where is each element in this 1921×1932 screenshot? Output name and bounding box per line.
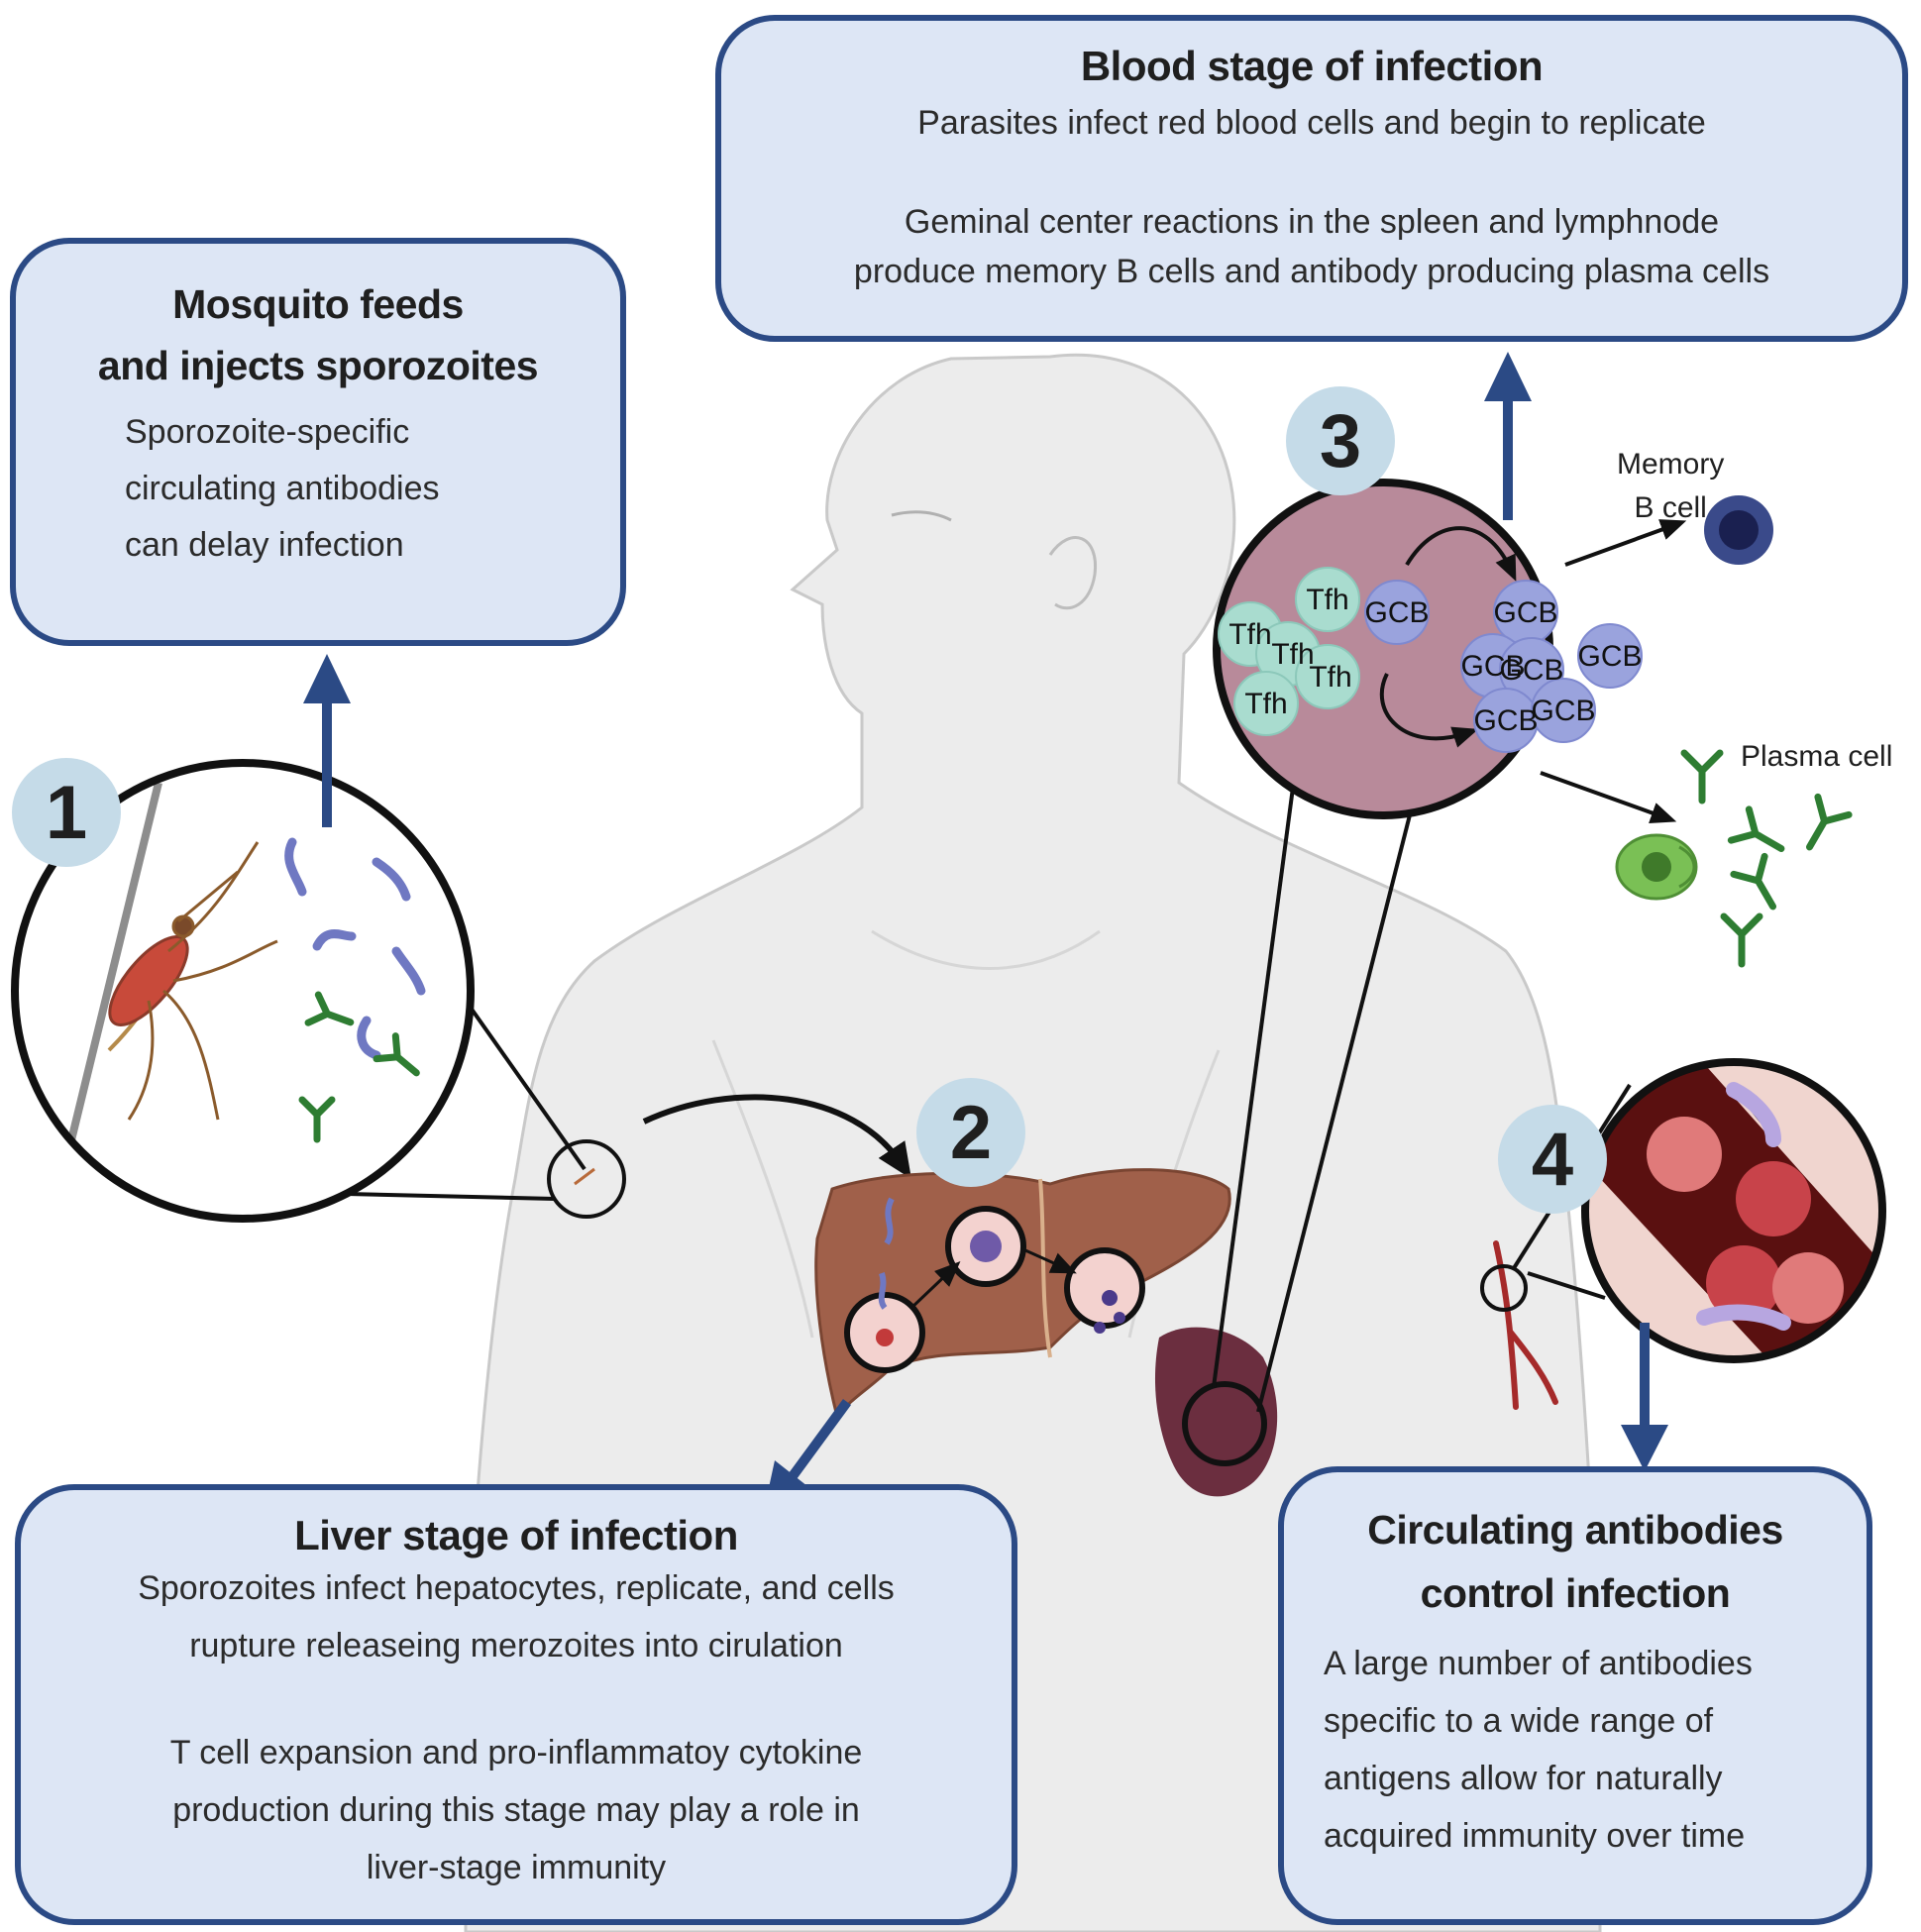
arrow-to-liver <box>642 1094 912 1179</box>
injection-site-marker <box>547 1139 626 1219</box>
liver-illustration <box>814 1168 1231 1421</box>
blood-vessel-zoom <box>1480 1058 1886 1410</box>
step-badge-3: 3 <box>1286 386 1395 495</box>
tfh-label: Tfh <box>1228 618 1271 651</box>
box-title: and injects sporozoites <box>97 343 539 388</box>
blood-stage-box: Blood stage of infection Parasites infec… <box>715 15 1908 342</box>
box-text: liver-stage immunity <box>366 1849 667 1886</box>
antibody-control-box: Circulating antibodies control infection… <box>1278 1466 1872 1925</box>
tfh-label: Tfh <box>1309 661 1351 694</box>
box-text: antigens allow for naturally <box>1324 1760 1723 1797</box>
plasma-cell-label: Plasma cell <box>1741 740 1893 773</box>
box-text: A large number of antibodies <box>1324 1645 1753 1682</box>
step-badge-2: 2 <box>916 1078 1025 1187</box>
gcb-label: GCB <box>1499 654 1563 687</box>
mosquito-skin-zoom <box>11 759 626 1223</box>
box-text: specific to a wide range of <box>1324 1702 1714 1740</box>
tfh-label: Tfh <box>1271 638 1314 671</box>
box-text: rupture releaseing merozoites into cirul… <box>189 1627 843 1664</box>
antibody-cluster-icons <box>1680 749 1853 968</box>
mosquito-icon <box>107 841 278 1121</box>
plasma-cell-icon <box>1615 833 1698 901</box>
gcb-label: GCB <box>1364 596 1429 629</box>
gcb-label: GCB <box>1577 640 1642 673</box>
memory-b-cell-icon <box>1704 495 1773 565</box>
step-badge-1: 1 <box>12 758 121 867</box>
box-title: Mosquito feeds <box>172 281 464 327</box>
box-text: Sporozoites infect hepatocytes, replicat… <box>138 1569 895 1607</box>
tfh-label: Tfh <box>1244 688 1287 720</box>
memory-b-cell-label: Memory B cell <box>1617 443 1724 530</box>
gcb-label: GCB <box>1473 704 1538 737</box>
gcb-label: GCB <box>1531 695 1595 727</box>
box-text: Parasites infect red blood cells and beg… <box>917 104 1706 142</box>
box-text: Geminal center reactions in the spleen a… <box>904 203 1720 241</box>
box-title: Blood stage of infection <box>1080 43 1544 89</box>
step-badge-4: 4 <box>1498 1105 1607 1214</box>
liver-stage-box: Liver stage of infection Sporozoites inf… <box>15 1484 1017 1925</box>
box-text: T cell expansion and pro-inflammatoy cyt… <box>169 1734 863 1771</box>
tfh-label: Tfh <box>1306 584 1348 616</box>
memory-label-line: B cell <box>1634 491 1707 524</box>
box-text: acquired immunity over time <box>1324 1817 1746 1855</box>
box-text: Sporozoite-specific <box>125 413 410 451</box>
box-title: Circulating antibodies <box>1367 1507 1783 1553</box>
sporozoite-icons <box>284 837 426 1060</box>
box-text: production during this stage may play a … <box>172 1791 860 1829</box>
box-text: can delay infection <box>125 526 404 564</box>
memory-label-line: Memory <box>1617 448 1725 481</box>
box-title: control infection <box>1420 1570 1731 1616</box>
germinal-center-zoom: Tfh Tfh Tfh Tfh Tfh GCB GCB GCB GCB GCB … <box>1213 479 1687 823</box>
spleen-illustration <box>1154 787 1419 1497</box>
gcb-label: GCB <box>1493 596 1557 629</box>
antibody-icons <box>298 991 420 1143</box>
vessel-branch-icon <box>1493 1240 1558 1410</box>
arrow-to-liver-box <box>788 1399 852 1479</box>
box-text: produce memory B cells and antibody prod… <box>853 253 1770 290</box>
box-title: Liver stage of infection <box>294 1512 738 1558</box>
mosquito-stage-box: Mosquito feeds and injects sporozoites S… <box>10 238 626 646</box>
gcb-label: GCB <box>1460 650 1525 683</box>
box-text: circulating antibodies <box>125 470 440 507</box>
